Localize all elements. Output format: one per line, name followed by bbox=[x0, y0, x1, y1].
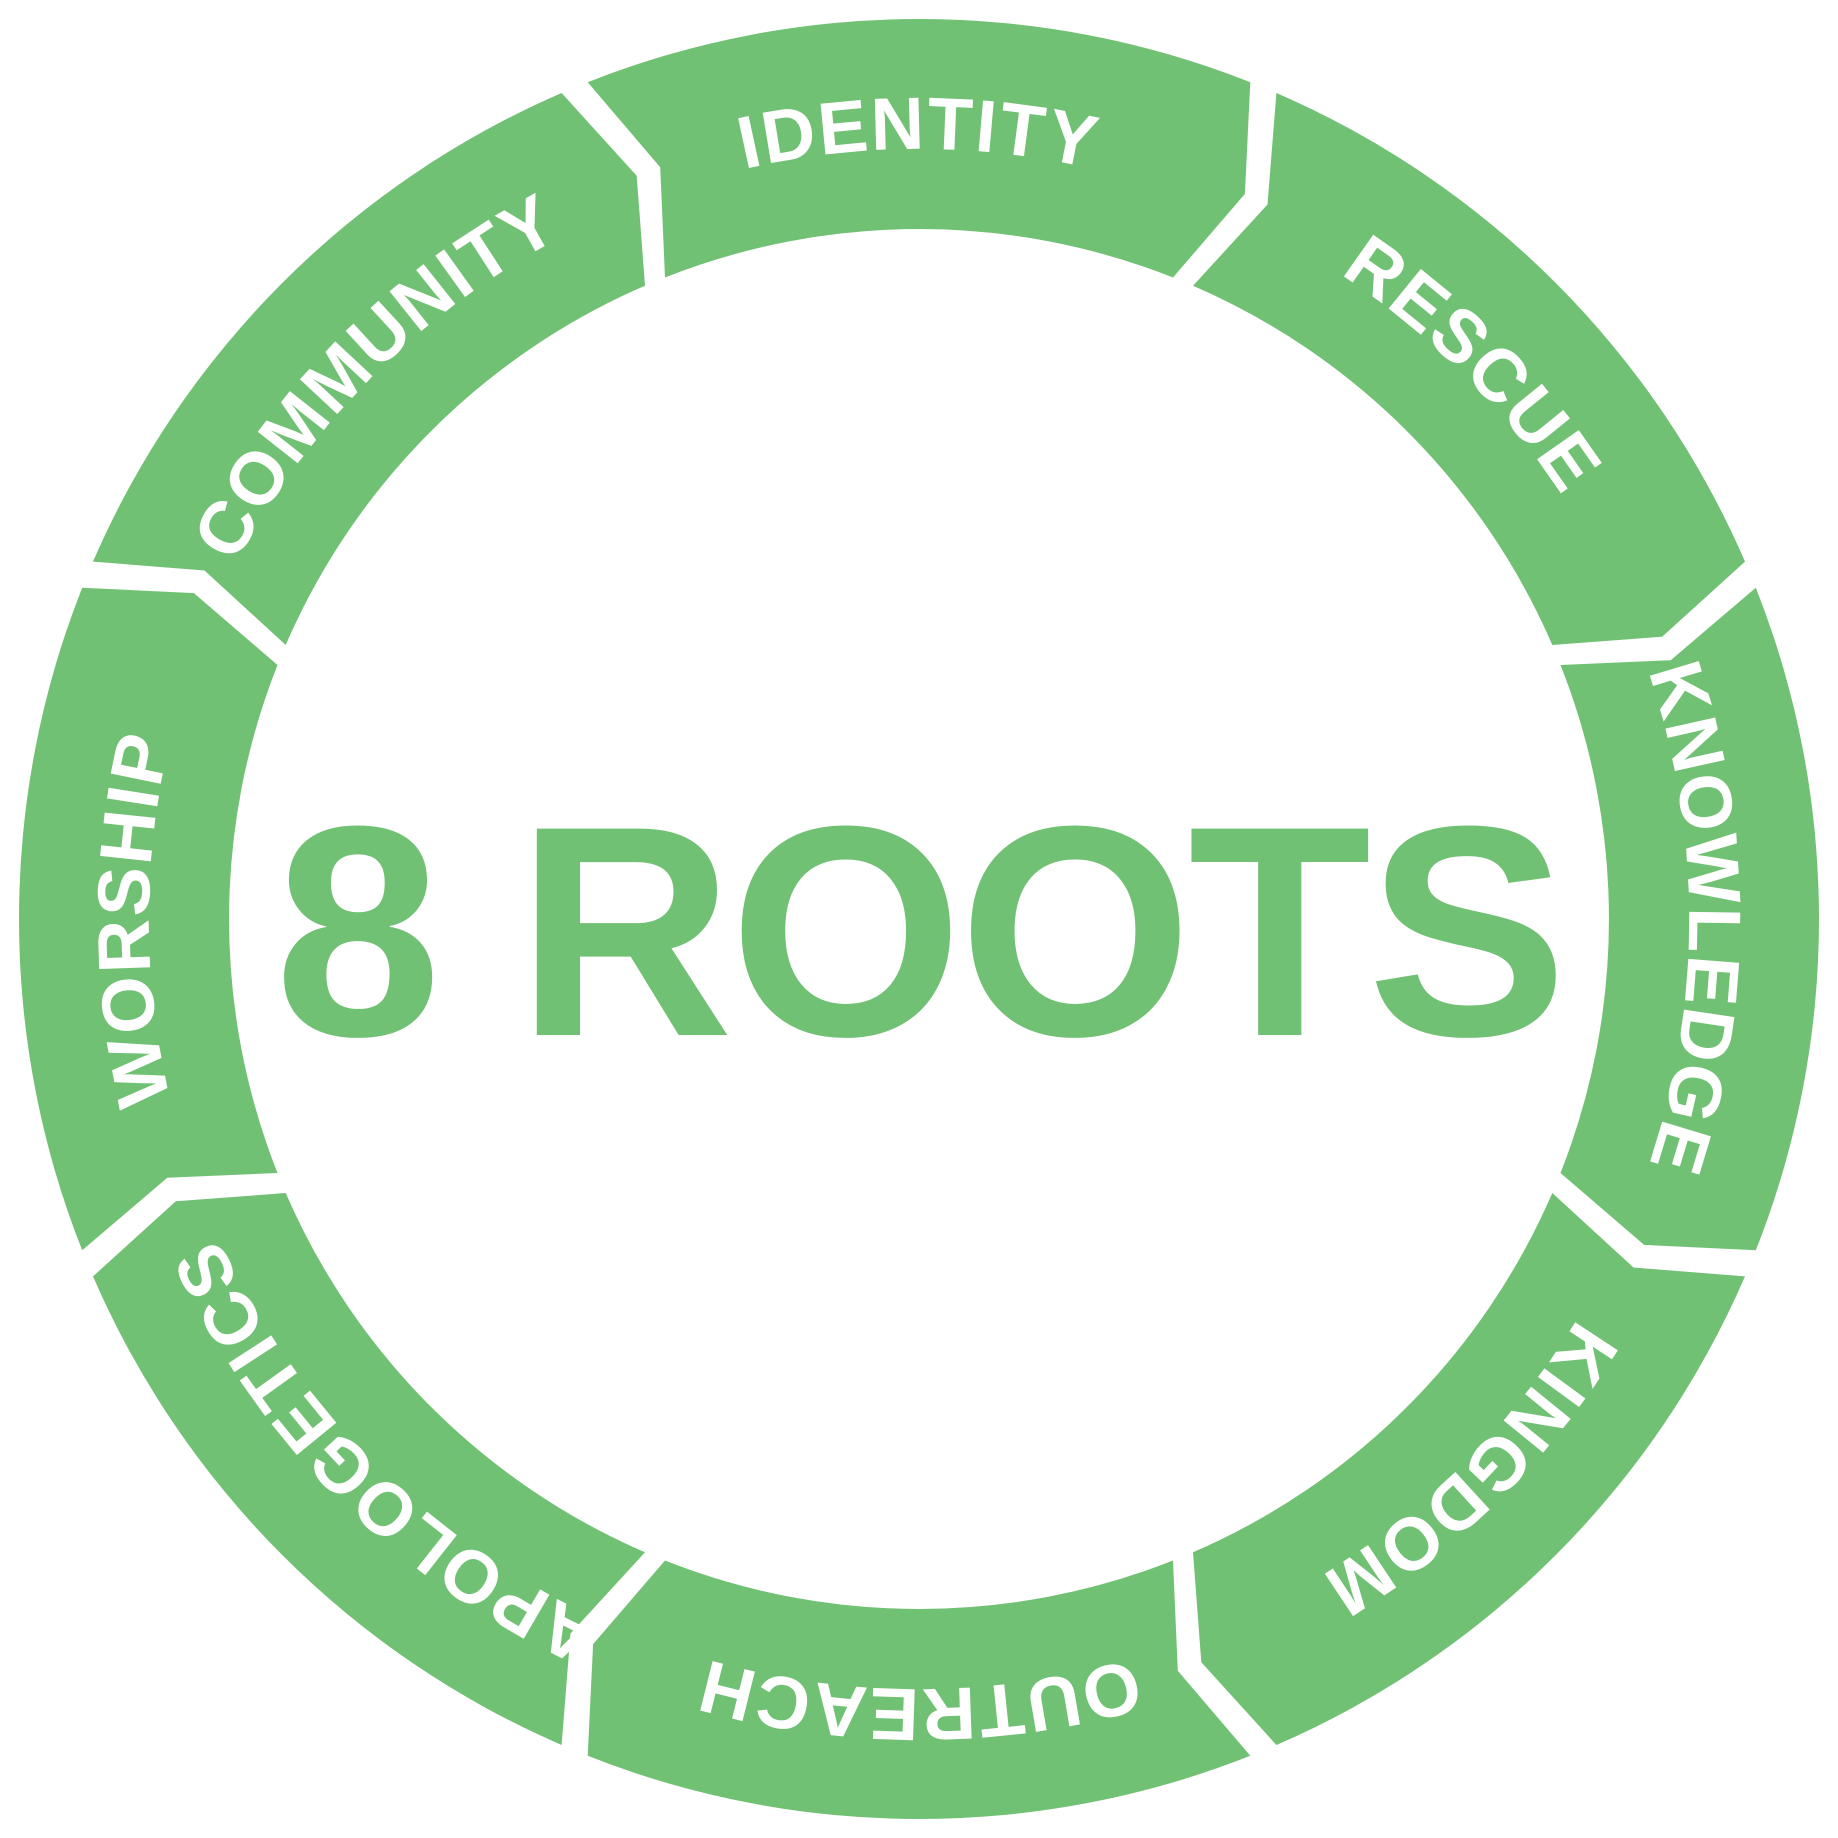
segment-arrow bbox=[93, 93, 645, 645]
segment-arrow bbox=[1193, 93, 1745, 645]
segment-rescue: RESCUE bbox=[1193, 93, 1745, 645]
segment-community: COMMUNITY bbox=[93, 93, 645, 645]
segment-apologetics: APOLOGETICS bbox=[93, 1193, 645, 1745]
segment-arrow bbox=[19, 587, 278, 1251]
segment-arrow bbox=[93, 1193, 645, 1745]
center-title: 8 ROOTS bbox=[275, 763, 1564, 1099]
segments-ring: IDENTITYRESCUEKNOWLEDGEKINGDOMOUTREACHAP… bbox=[19, 19, 1819, 1819]
segment-arrow bbox=[1193, 1193, 1745, 1745]
segment-knowledge: KNOWLEDGE bbox=[1560, 587, 1819, 1251]
segment-kingdom: KINGDOM bbox=[1193, 1193, 1745, 1745]
segment-arrow bbox=[587, 1560, 1251, 1819]
segment-worship: WORSHIP bbox=[19, 587, 278, 1251]
segment-arrow bbox=[587, 19, 1251, 278]
segment-arrow bbox=[1560, 587, 1819, 1251]
segment-identity: IDENTITY bbox=[587, 19, 1251, 278]
segment-outreach: OUTREACH bbox=[587, 1560, 1251, 1819]
